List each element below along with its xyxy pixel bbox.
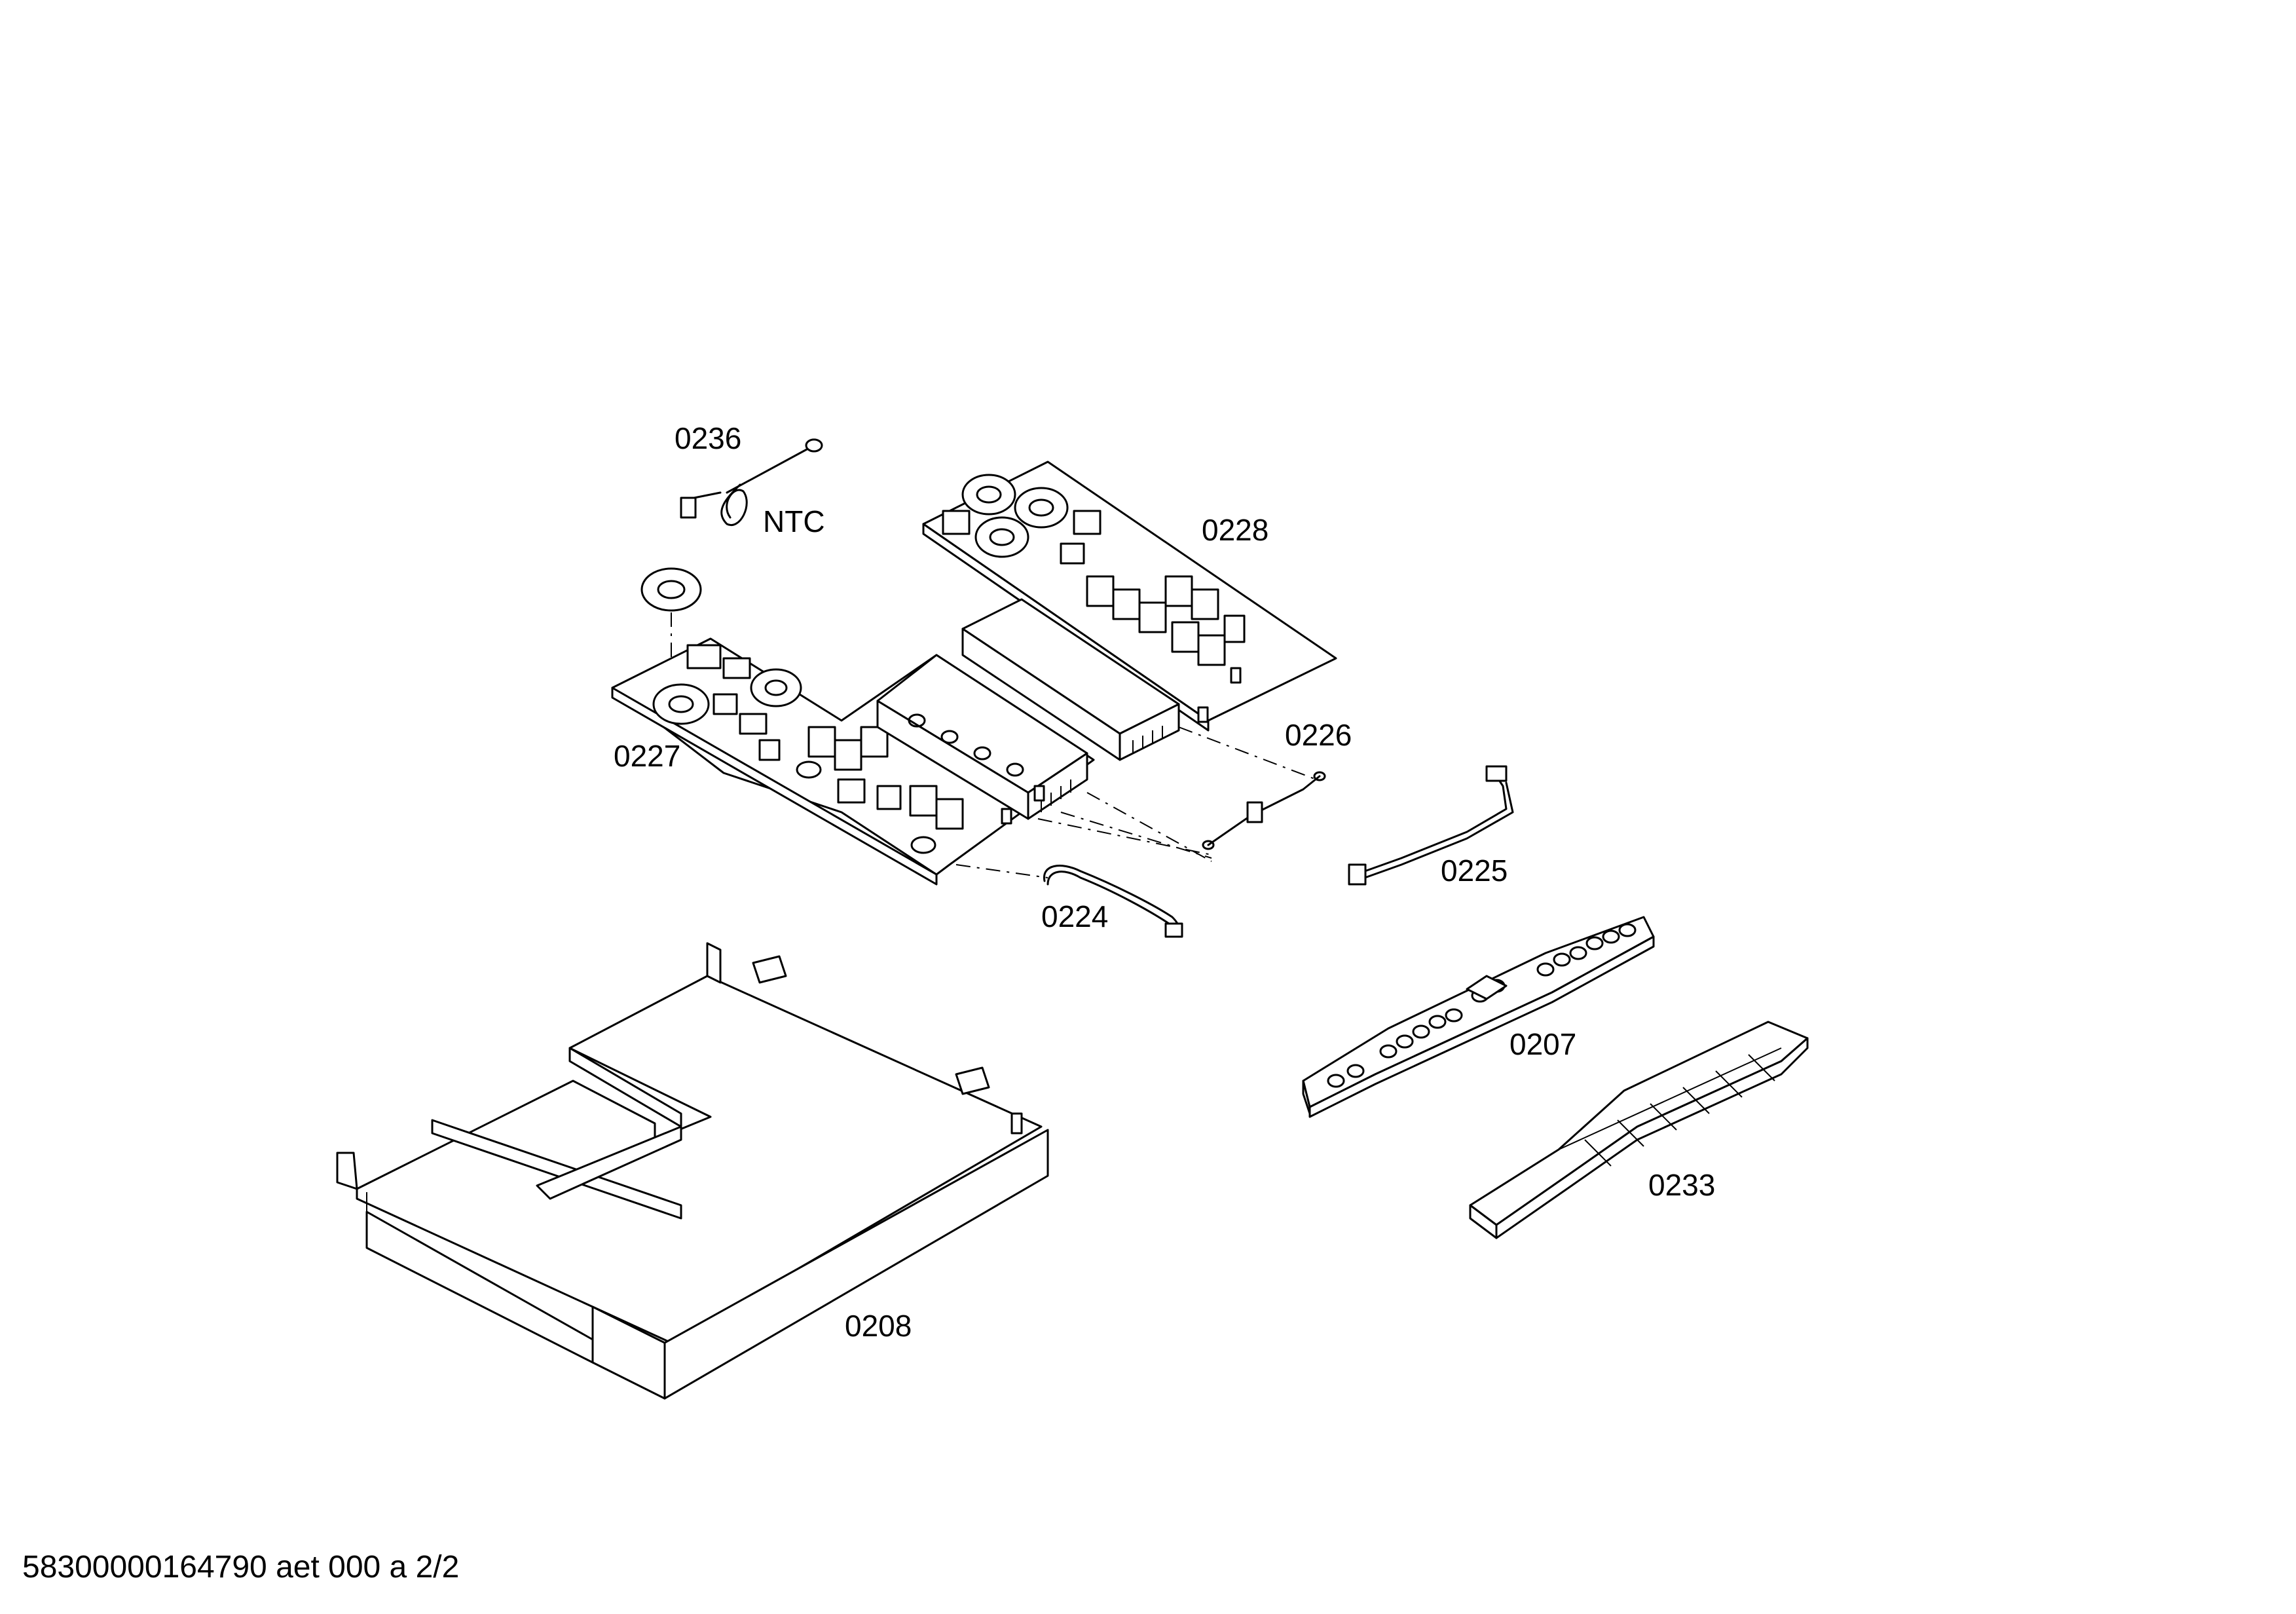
label-0233: 0233	[1648, 1168, 1715, 1202]
label-ntc: NTC	[763, 504, 825, 538]
part-labels: 0236 NTC 0228 0227 0226 0225 0224 0207 0…	[614, 421, 1715, 1343]
bracket-part-0233	[1469, 1021, 1809, 1239]
label-0225: 0225	[1441, 854, 1508, 888]
assembly-guide-lines	[955, 726, 1317, 878]
label-0228: 0228	[1202, 513, 1268, 547]
document-id: 58300000164790 aet 000 a 2/2	[22, 1550, 460, 1585]
ntc-sensor-part-0236	[680, 438, 823, 527]
wire-harness-part-0225	[1348, 765, 1514, 886]
label-0236: 0236	[675, 421, 741, 455]
control-board-part-0207	[1302, 916, 1655, 1118]
cable-part-0224	[1043, 865, 1183, 938]
base-housing-part-0208	[336, 942, 1049, 1400]
label-0224: 0224	[1041, 899, 1108, 933]
pcb-board-part-0227	[611, 567, 1095, 886]
label-0208: 0208	[845, 1309, 912, 1343]
label-0207: 0207	[1509, 1027, 1576, 1061]
cable-part-0226	[1202, 771, 1326, 850]
label-0227: 0227	[614, 739, 680, 773]
label-0226: 0226	[1285, 718, 1352, 752]
pcb-board-part-0228	[922, 460, 1337, 761]
